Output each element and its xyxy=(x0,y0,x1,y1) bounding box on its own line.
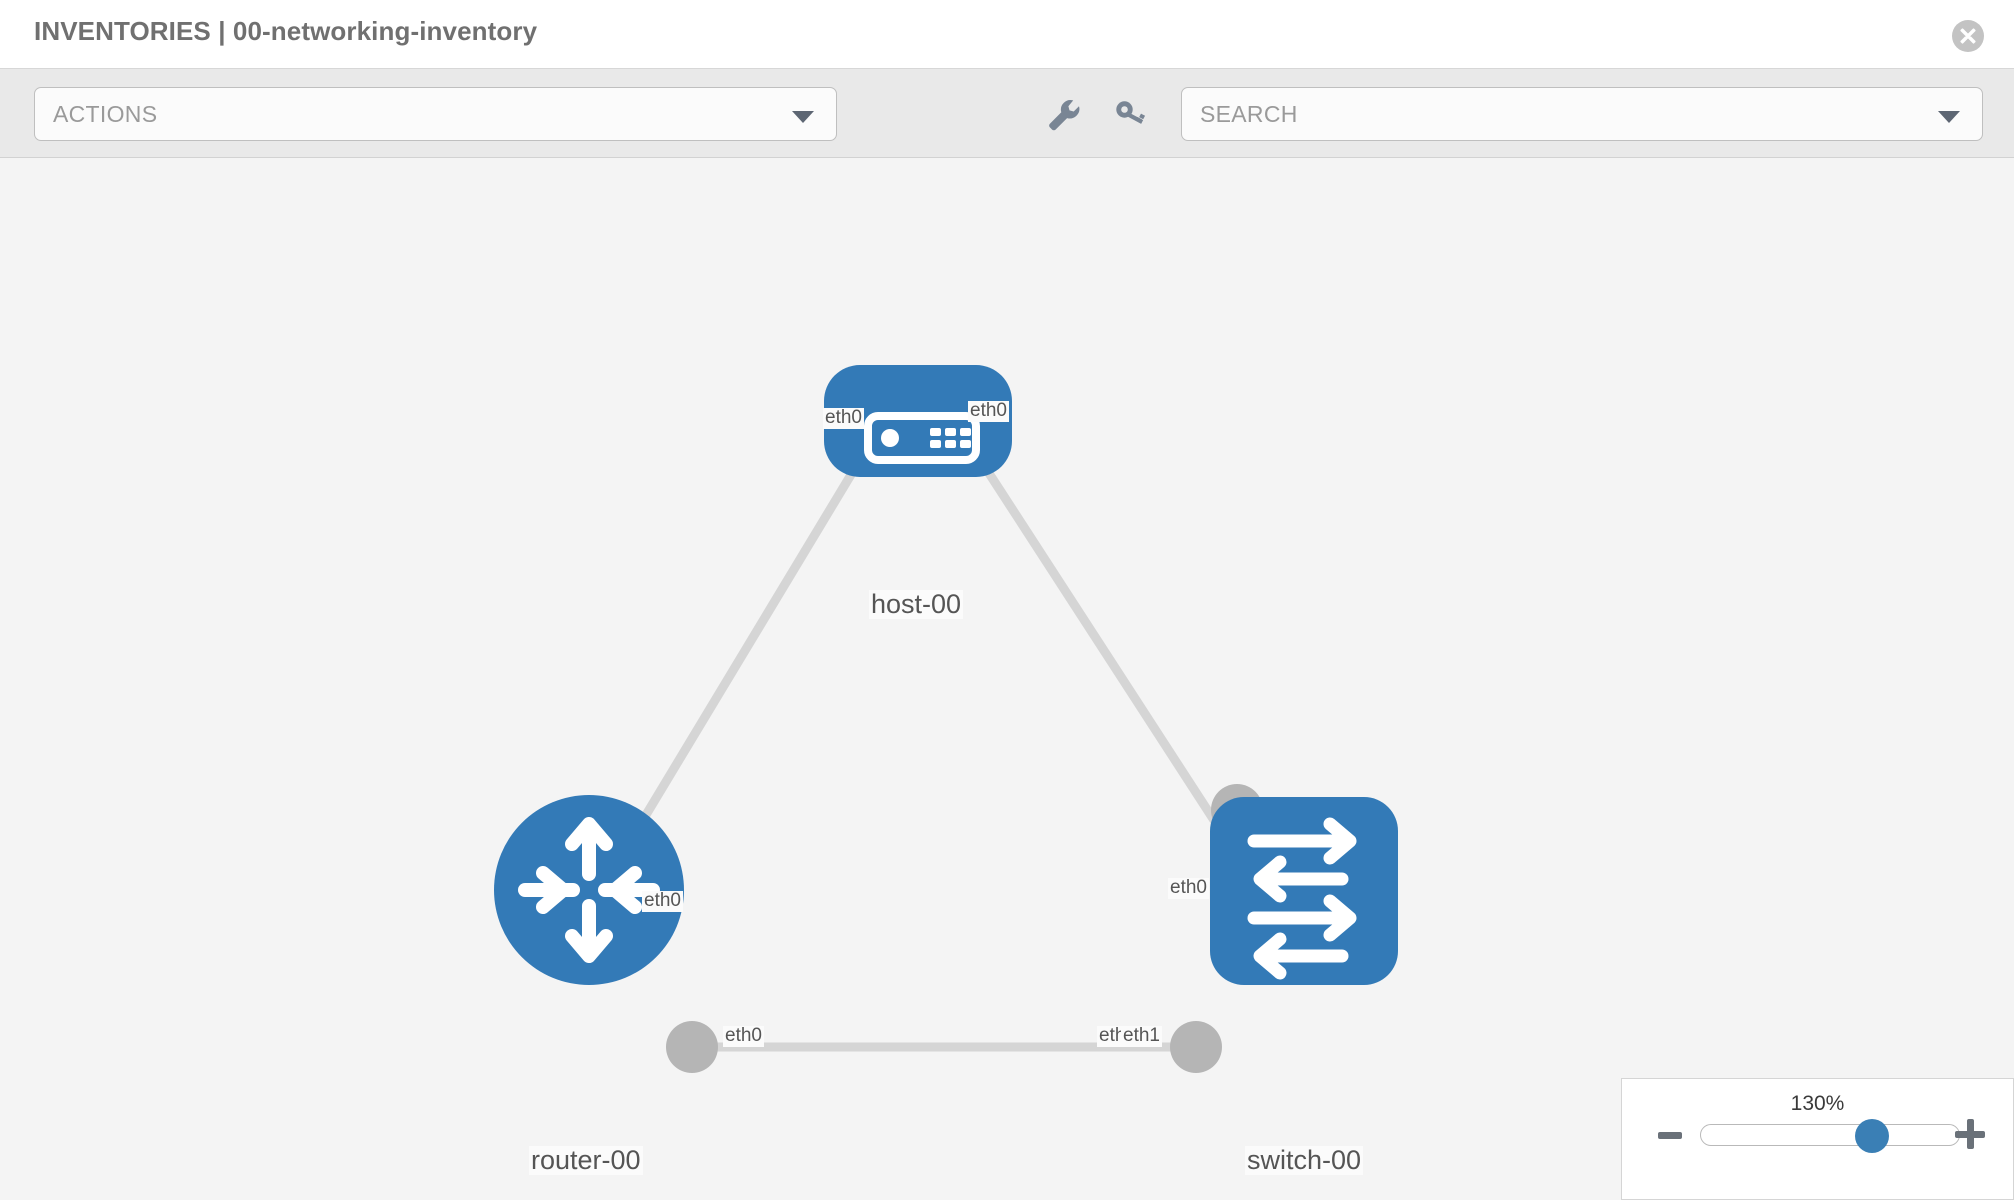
edge-label-host-left: eth0 xyxy=(823,407,864,429)
page-header: INVENTORIES | 00-networking-inventory xyxy=(0,0,2014,69)
wrench-icon[interactable] xyxy=(1043,94,1083,134)
topology-canvas[interactable]: eth0 eth0 eth0 eth0 eth0 eth eth1 host-0… xyxy=(0,158,2014,1200)
edge-label-router-up: eth0 xyxy=(642,890,683,912)
node-label-router-00: router-00 xyxy=(529,1145,643,1176)
actions-dropdown-label: ACTIONS xyxy=(53,101,158,127)
plus-icon[interactable] xyxy=(1955,1119,1985,1149)
topology-graph xyxy=(494,365,1398,1073)
zoom-slider[interactable] xyxy=(1700,1119,1960,1153)
connector-switch-left xyxy=(1170,1021,1222,1073)
edge-host-switch xyxy=(944,407,1236,851)
page-title: INVENTORIES | 00-networking-inventory xyxy=(34,16,538,46)
search-input[interactable]: SEARCH xyxy=(1181,87,1983,141)
zoom-slider-thumb[interactable] xyxy=(1854,1119,1889,1153)
key-icon[interactable] xyxy=(1110,94,1150,134)
edge-label-router-right: eth0 xyxy=(723,1025,764,1047)
edge-label-switch-up: eth0 xyxy=(1168,877,1209,899)
edge-host-router xyxy=(616,407,894,861)
zoom-level-label: 130% xyxy=(1790,1092,1845,1115)
chevron-down-icon[interactable] xyxy=(1938,111,1960,123)
edge-label-switch-left-a: eth xyxy=(1097,1025,1128,1047)
toolbar: ACTIONS SEARCH xyxy=(0,69,2014,158)
node-host-00[interactable] xyxy=(824,365,1012,477)
chevron-down-icon xyxy=(792,111,814,123)
zoom-control-panel: 130% xyxy=(1621,1078,2014,1200)
close-icon[interactable] xyxy=(1952,20,1984,52)
connector-router-right xyxy=(666,1021,718,1073)
node-label-switch-00: switch-00 xyxy=(1245,1145,1364,1176)
node-switch-00[interactable] xyxy=(1210,797,1398,985)
minus-icon[interactable] xyxy=(1658,1132,1682,1139)
node-router-00[interactable] xyxy=(494,795,684,985)
connector-nubs xyxy=(666,400,1263,1073)
actions-dropdown[interactable]: ACTIONS xyxy=(34,87,837,141)
search-placeholder: SEARCH xyxy=(1200,101,1298,127)
node-label-host-00: host-00 xyxy=(869,589,964,620)
edge-label-switch-left-b: eth1 xyxy=(1121,1025,1162,1047)
edge-label-host-right: eth0 xyxy=(968,400,1009,422)
